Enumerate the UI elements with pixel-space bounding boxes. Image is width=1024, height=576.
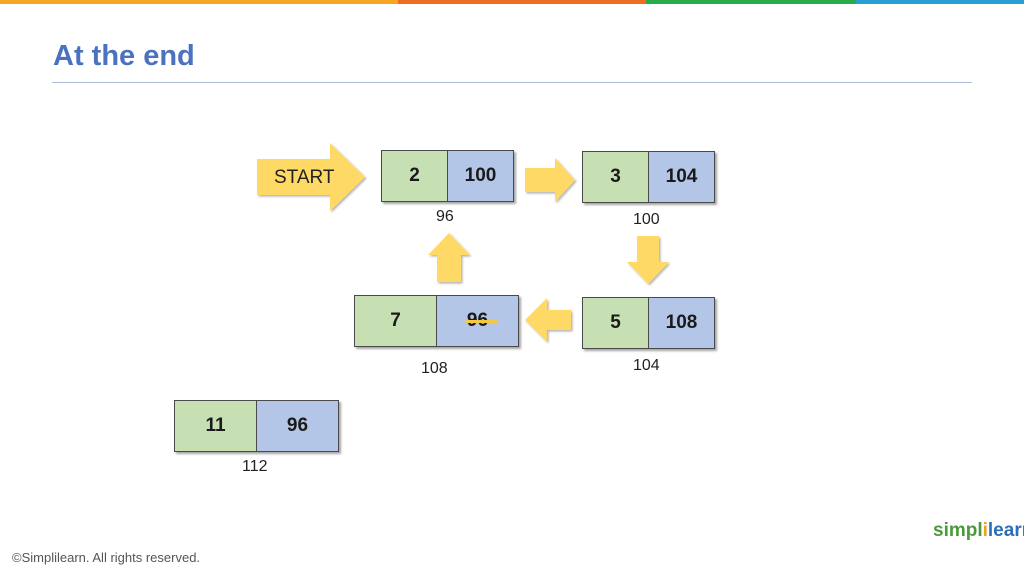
node-4: 7 96 (354, 295, 519, 347)
top-color-bar (0, 0, 1024, 4)
arrow-left (525, 298, 571, 342)
arrow-up (428, 233, 470, 282)
node-3-value: 5 (583, 298, 649, 348)
node-5-pointer: 96 (257, 401, 338, 451)
slide-title: At the end (53, 40, 195, 72)
node-2-address: 100 (633, 211, 660, 228)
node-1-address: 96 (436, 208, 454, 225)
top-bar-segment-orange (0, 0, 398, 4)
node-2-pointer: 104 (649, 152, 714, 202)
start-arrow (257, 143, 365, 211)
node-1-value: 2 (382, 151, 448, 201)
logo-part-1: simpl (933, 520, 983, 541)
arrow-right-1 (525, 158, 575, 202)
node-5-address: 112 (242, 458, 268, 475)
node-2-value: 3 (583, 152, 649, 202)
node-1: 2 100 (381, 150, 514, 202)
node-5: 11 96 (174, 400, 339, 452)
node-5-value: 11 (175, 401, 257, 451)
logo-part-3: learn (987, 520, 1024, 541)
copyright-footer: ©Simplilearn. All rights reserved. (12, 550, 201, 565)
pointer-strikethrough (465, 320, 497, 323)
node-1-pointer: 100 (448, 151, 513, 201)
title-underline (52, 82, 972, 83)
node-3: 5 108 (582, 297, 715, 349)
node-3-pointer: 108 (649, 298, 714, 348)
node-3-address: 104 (633, 357, 660, 374)
node-4-value: 7 (355, 296, 437, 346)
top-bar-segment-green (646, 0, 856, 4)
logo-part-2: i (982, 520, 988, 541)
simplilearn-logo: simplilearn (933, 520, 1024, 542)
node-4-pointer-cell: 96 (437, 296, 518, 346)
top-bar-segment-red (398, 0, 646, 4)
start-label: START (274, 167, 335, 188)
arrow-down (627, 236, 669, 284)
top-bar-segment-blue (856, 0, 1024, 4)
node-4-address: 108 (421, 360, 448, 377)
node-2: 3 104 (582, 151, 715, 203)
